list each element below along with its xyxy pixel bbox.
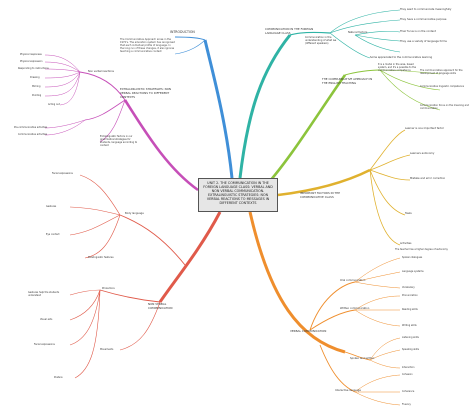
trunk-extralinguistic bbox=[123, 99, 199, 192]
verbal-item: Reading skills bbox=[402, 308, 418, 311]
extralinguistic-item: Physical expression bbox=[20, 60, 43, 63]
communicative-approach-item: Communicative linguistic competence bbox=[420, 85, 464, 88]
verbal-item: Cohesion bbox=[402, 373, 413, 376]
extralinguistic-note: Extralinguistic factors in our grammatic… bbox=[100, 135, 138, 147]
communicative-approach-item: Communication focus on the meaning and c… bbox=[420, 104, 469, 110]
trunk-important-factors bbox=[277, 168, 371, 197]
important-factors-item: Learners autonomy bbox=[410, 152, 435, 155]
verbal-sub: Written communication bbox=[340, 307, 370, 310]
verbal-item: Listening skills bbox=[402, 336, 419, 339]
communicative-approach-item: The communicative approach for the devel… bbox=[420, 69, 463, 75]
important-factors-item: Learner is one important factor bbox=[405, 127, 445, 130]
branch-communicative-approach[interactable]: THE COMMUNICATIVE APPROACH IN THE ENGLIS… bbox=[322, 77, 373, 85]
natural-factors-label: Natural factors bbox=[348, 31, 368, 34]
verbal-item: Coherence bbox=[402, 390, 415, 393]
trunk-communicative-approach bbox=[261, 74, 347, 191]
important-factors-item: Mistake and error correction bbox=[410, 177, 446, 180]
verbal-sub: Spoken and written bbox=[350, 357, 375, 360]
non-verbal-sub: Proxemics bbox=[102, 287, 115, 290]
central-topic[interactable]: UNIT 2. THE COMMUNICATION IN THE FOREIGN… bbox=[198, 178, 278, 212]
branch-non-verbal[interactable]: NON VERBAL COMMUNICATION bbox=[148, 302, 173, 310]
verbal-item: Spoken dialogues bbox=[402, 256, 423, 259]
trunk-verbal bbox=[248, 211, 346, 354]
verbal-item: Writing skills bbox=[402, 324, 417, 327]
non-verbal-item: Gestures help the students understand bbox=[28, 291, 60, 297]
branch-verbal-communication[interactable]: VERBAL COMMUNICATION bbox=[290, 329, 327, 333]
extralinguistic-item: Acting out bbox=[48, 103, 60, 106]
communication-class-item: They use a variety of language forms bbox=[400, 40, 447, 43]
non-verbal-sub: Paralinguistic features bbox=[88, 256, 114, 259]
trunk-introduction bbox=[203, 39, 234, 179]
communicative-approach-sub: It is a model in the area, based system,… bbox=[378, 63, 416, 72]
branch-communication-class[interactable]: COMMUNICATION IN THE FOREIGN LANGUAGE CL… bbox=[265, 27, 314, 35]
communication-class-sub: Communication in the understanding of wh… bbox=[305, 36, 337, 45]
extralinguistic-bottom: Pre-communicative activities bbox=[14, 126, 48, 129]
non-verbal-sub: Body language bbox=[125, 212, 144, 215]
branch-extralinguistic[interactable]: EXTRALINGUISTIC STRATEGIES: NON VERBAL R… bbox=[120, 87, 171, 99]
non-verbal-item: Facial expressions bbox=[34, 343, 55, 346]
non-verbal-sub: Gestures bbox=[46, 205, 57, 208]
extralinguistic-item: Drawing bbox=[30, 76, 40, 79]
communication-class-extra: Some appreciated to the communicative le… bbox=[370, 56, 433, 59]
trunk-communication-class bbox=[238, 34, 292, 179]
verbal-item: Interaction bbox=[402, 366, 415, 369]
verbal-item: Language systems bbox=[402, 270, 424, 273]
communication-class-item: They have a communicative purpose bbox=[400, 18, 447, 21]
extralinguistic-item: Pointing bbox=[32, 94, 42, 97]
verbal-item: Vocabulary bbox=[402, 286, 415, 289]
non-verbal-item: Posture bbox=[54, 376, 63, 379]
non-verbal-item: Movements bbox=[100, 348, 114, 351]
introduction-note: The Communicative Approach arose in the … bbox=[120, 38, 175, 53]
verbal-item: Speaking skills bbox=[402, 348, 419, 351]
non-verbal-sub: Eye contact bbox=[46, 233, 60, 236]
verbal-item: Pronunciation bbox=[402, 294, 418, 297]
communication-class-item: They want to communicate meaningfully bbox=[400, 8, 452, 11]
extralinguistic-item: Physical responses bbox=[20, 53, 42, 56]
branch-important-factors[interactable]: IMPORTANT FACTORS IN THE COMMUNICATIVE C… bbox=[300, 191, 341, 199]
verbal-sub: Oral communication bbox=[340, 279, 366, 282]
trunk-non-verbal bbox=[158, 211, 222, 303]
communication-class-item: Their focus is on the content bbox=[400, 30, 436, 33]
important-factors-note: The teacher has a higher degree of auton… bbox=[395, 248, 448, 251]
verbal-item: Fluency bbox=[402, 403, 411, 406]
important-factors-item: Activities bbox=[400, 242, 412, 245]
extralinguistic-bottom: Non verbal reactions bbox=[88, 70, 114, 73]
extralinguistic-item: Responding to instructions bbox=[18, 67, 49, 70]
branch-introduction[interactable]: INTRODUCTION bbox=[170, 30, 195, 34]
extralinguistic-bottom: Communicative activities bbox=[18, 133, 48, 136]
verbal-sub: Interactive language bbox=[335, 389, 361, 392]
important-factors-item: Tasks bbox=[405, 212, 412, 215]
non-verbal-sub: Facial expressions bbox=[52, 172, 73, 175]
non-verbal-item: Visual aids bbox=[40, 318, 53, 321]
extralinguistic-item: Miming bbox=[32, 85, 41, 88]
